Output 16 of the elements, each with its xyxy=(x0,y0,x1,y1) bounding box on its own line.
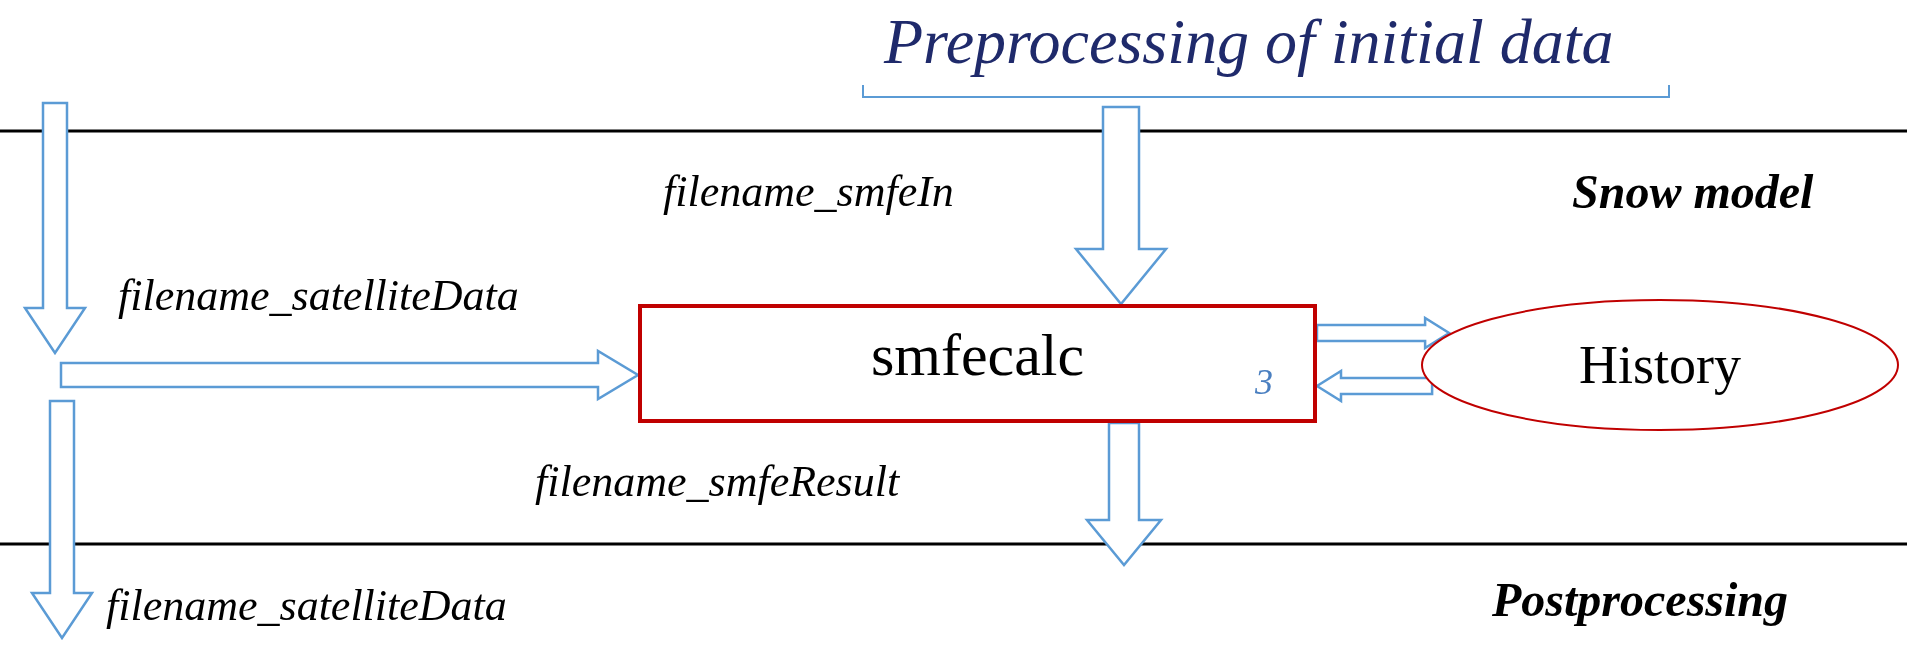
process-box xyxy=(638,304,1317,423)
band-label: Snow model xyxy=(1572,164,1814,220)
block-arrow xyxy=(1084,421,1164,567)
file-label: filename_smfeResult xyxy=(535,456,900,508)
block-arrow xyxy=(1314,368,1434,404)
band-label: Postprocessing xyxy=(1492,572,1788,628)
block-arrow xyxy=(59,348,641,402)
node-label: History xyxy=(1579,333,1741,397)
block-arrow xyxy=(1073,105,1169,306)
file-label: filename_satelliteData xyxy=(118,270,519,322)
file-label: filename_satelliteData xyxy=(106,580,507,632)
node-label: smfecalc xyxy=(870,320,1085,390)
step-number: 3 xyxy=(1255,361,1273,404)
file-label: filename_smfeIn xyxy=(663,166,954,218)
store-ellipse xyxy=(1420,298,1900,432)
block-arrow xyxy=(1315,315,1452,351)
